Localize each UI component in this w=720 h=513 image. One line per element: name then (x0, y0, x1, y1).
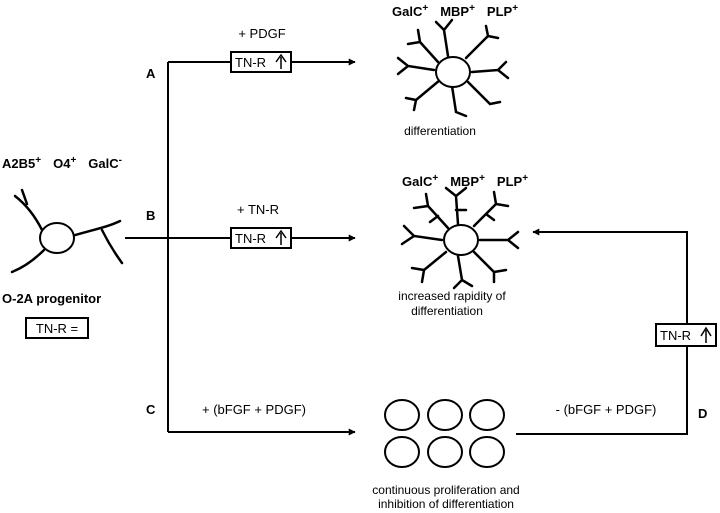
progenitor-label: O-2A progenitor (2, 291, 101, 306)
oligodendrocyte-cell-icon (400, 186, 520, 290)
outcome-c-caption-line2: inhibition of differentiation (378, 497, 514, 511)
pathway-a-letter: A (146, 66, 156, 81)
outcome-c-caption-line1: continuous proliferation and (372, 483, 519, 497)
progenitor-markers: A2B5+O4+GalC- (2, 155, 122, 171)
pathway-b-tnr-box: TN-R (230, 227, 292, 249)
outcome-b-markers: GalC+MBP+PLP+ (402, 173, 528, 189)
pathway-b-treatment: + TN-R (237, 202, 279, 217)
svg-text:TN-R: TN-R (235, 55, 266, 70)
svg-text:TN-R =: TN-R = (36, 321, 78, 336)
pathway-c-treatment: + (bFGF + PDGF) (202, 402, 306, 417)
svg-text:TN-R: TN-R (660, 328, 691, 343)
pathway-d-treatment: - (bFGF + PDGF) (556, 402, 657, 417)
up-arrow-icon (275, 229, 287, 245)
progenitor-cell-icon (10, 188, 124, 274)
pathway-a-treatment: + PDGF (238, 26, 285, 41)
pathway-a-tnr-box: TN-R (230, 51, 292, 73)
progenitor-tnr-box: TN-R = (25, 317, 89, 339)
pathway-c-letter: C (146, 402, 156, 417)
pathway-b-letter: B (146, 208, 155, 223)
outcome-b-caption-line2: differentiation (411, 304, 483, 318)
oligodendrocyte-cell-icon (396, 18, 510, 118)
svg-text:TN-R: TN-R (235, 231, 266, 246)
proliferating-cells-icon (384, 399, 505, 468)
outcome-b-caption-line1: increased rapidity of (398, 289, 506, 303)
pathway-d-tnr-box: TN-R (655, 323, 717, 347)
outcome-a-markers: GalC+MBP+PLP+ (392, 3, 518, 19)
pathway-d-letter: D (698, 406, 707, 421)
up-arrow-icon (275, 53, 287, 69)
up-arrow-icon (700, 326, 712, 343)
outcome-a-caption: differentiation (404, 124, 476, 138)
